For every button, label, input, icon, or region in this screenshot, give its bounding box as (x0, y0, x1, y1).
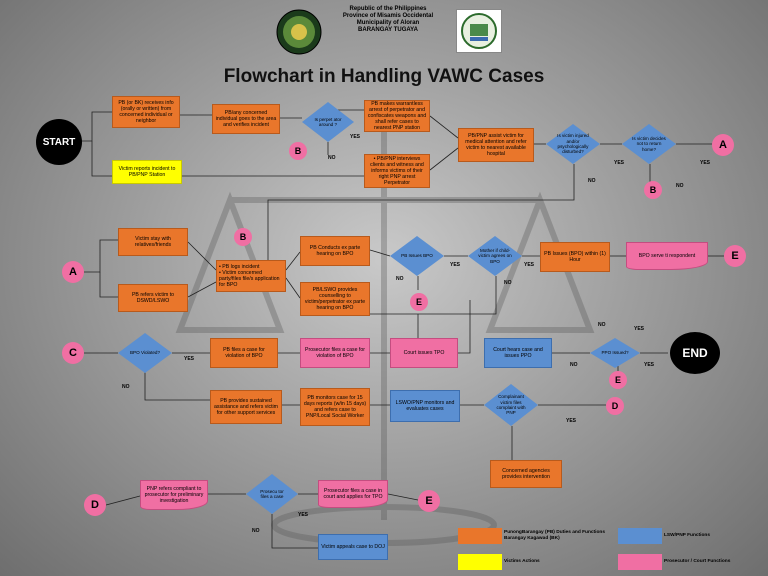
box-pb-logs-incident: • PB logs incident • Victim concerned pa… (216, 260, 286, 292)
edge-label-no: NO (676, 183, 684, 189)
header-text: Republic of the Philippines Province of … (318, 6, 458, 34)
decision-victim-injured: Is victim injured and/or psychologically… (546, 124, 600, 164)
connector-e-3: E (609, 371, 627, 389)
end-terminal: END (670, 332, 720, 374)
edge-label-yes: YES (614, 160, 625, 166)
barangay-seal-logo (456, 9, 502, 53)
legend-swatch-prosecutor (618, 554, 662, 570)
header-line-4: BARANGAY TUGAYA (358, 27, 418, 33)
box-victim-appeals-doj: Victim appeals case to DOJ (318, 534, 388, 560)
box-pb-assist-medical: PB/PNP assist victim for medical attenti… (458, 128, 534, 162)
decision-prosecutor-files: Prosecu tor files a case (246, 474, 298, 514)
box-lswo-monitors: LSWO/PNP monitors and evaluates cases (390, 390, 460, 422)
header-line-2: Province of Misamis Occidental (342, 13, 434, 19)
box-pb-refers-dswd: PB refers victim to DSWD/LSWO (118, 284, 188, 312)
edge-label-yes: YES (184, 356, 195, 362)
box-victim-reports: Victim reports incident to PB/PNP Statio… (112, 160, 182, 184)
edge-label-yes: YES (350, 134, 361, 140)
header-line-3: Municipality of Aloran (356, 20, 420, 26)
box-court-hears-case: Court hears case and issues PPO (484, 338, 552, 368)
box-pb-goes-area: PB/any concerned individual goes to the … (212, 104, 280, 134)
edge-label-no: NO (588, 178, 596, 184)
connector-c-1: C (62, 342, 84, 364)
connector-a-left: A (62, 261, 84, 283)
page-title: Flowchart in Handling VAWC Cases (223, 66, 545, 87)
edge-label-no: NO (122, 384, 130, 390)
legend-label-pb: PunongBarangay (PB) Duties and Functions… (504, 530, 606, 541)
edge-label-yes: YES (566, 418, 577, 424)
municipal-seal-logo (276, 9, 322, 55)
decision-return-home: Is victim decides not to return home? (622, 124, 676, 164)
box-pnp-refers-prosecutor: PNP refers compliant to prosecutor for p… (140, 480, 208, 510)
decision-perpetrator-around: Is perpet ator around ? (302, 102, 354, 142)
decision-pb-issues-bpo: PB Issues BPO (390, 236, 444, 276)
box-pb-interviews: • PB/PNP interviews clients and witness … (364, 154, 430, 188)
edge-label-yes: YES (524, 262, 535, 268)
edge-label-yes: YES (644, 362, 655, 368)
legend-swatch-pb (458, 528, 502, 544)
box-bpo-serve: BPO serve ti respondent (626, 242, 708, 270)
edge-label-no: NO (598, 322, 606, 328)
decision-mother-agrees: Mother if child-victim agrees on BPO (468, 236, 522, 276)
edge-label-yes: YES (298, 512, 309, 518)
connector-d-1: D (606, 397, 624, 415)
connector-d-2: D (84, 494, 106, 516)
connector-b-3: B (234, 228, 252, 246)
legend-label-victim: Victims Actions (504, 559, 540, 564)
box-pb-files-case: PB files a case for violation of BPO (210, 338, 278, 368)
box-pb-receives-info: PB (or BK) receives info (orally or writ… (112, 96, 180, 128)
connector-e-1: E (724, 245, 746, 267)
box-pb-monitors-case: PB monitors case for 15 days reports (w/… (300, 388, 370, 426)
box-concerned-agencies: Concerned agencies provides intervention (490, 460, 562, 488)
box-pb-issues-bpo-hour: PB Issues (BPO) within (1) Hour (540, 242, 610, 272)
edge-label-no: NO (570, 362, 578, 368)
edge-label-no: NO (504, 280, 512, 286)
connector-e-4: E (418, 490, 440, 512)
decision-ppo-issued: PPO Issued? (590, 338, 640, 368)
connector-a-right: A (712, 134, 734, 156)
legend-swatch-victim (458, 554, 502, 570)
legend-label-lsw: LSW/PNP Functions (664, 533, 711, 538)
connector-e-2: E (410, 293, 428, 311)
legend-swatch-lsw (618, 528, 662, 544)
header-line-1: Republic of the Philippines (349, 6, 427, 12)
decision-bpo-violated: BPO Violated? (118, 333, 172, 373)
start-terminal: START (36, 119, 82, 165)
decision-complainant-files: Complainant victim files complaint with … (484, 384, 538, 426)
edge-label-yes: YES (700, 160, 711, 166)
edge-label-yes: YES (450, 262, 461, 268)
edge-label-no: NO (396, 276, 404, 282)
box-pb-sustained-assistance: PB provides sustained assistance and ref… (210, 390, 282, 424)
box-pb-ex-parte: PB Conducts ex parte hearing on BPO (300, 236, 370, 266)
edge-label-no: NO (252, 528, 260, 534)
box-court-issues-tpo: Court issues TPO (390, 338, 458, 368)
box-lswo-counselling: PB/LSWO provides counselling to victim/p… (300, 282, 370, 316)
connector-b-2: B (644, 181, 662, 199)
box-pb-warrantless-arrest: PB makes warrantless arrest of perpetrat… (364, 100, 430, 132)
box-victim-stay: Victim stay with relatives/friends (118, 228, 188, 256)
edge-label-no: NO (328, 155, 336, 161)
connector-b-1: B (289, 142, 307, 160)
box-prosecutor-files-bpo: Prosecutor files a case for violation of… (300, 338, 370, 368)
box-prosecutor-files-tpo: Prosecutor files a case in court and app… (318, 480, 388, 508)
edge-label-yes: YES (634, 326, 645, 332)
legend-label-prosecutor: Prosecutor / Court Functions (664, 559, 731, 564)
